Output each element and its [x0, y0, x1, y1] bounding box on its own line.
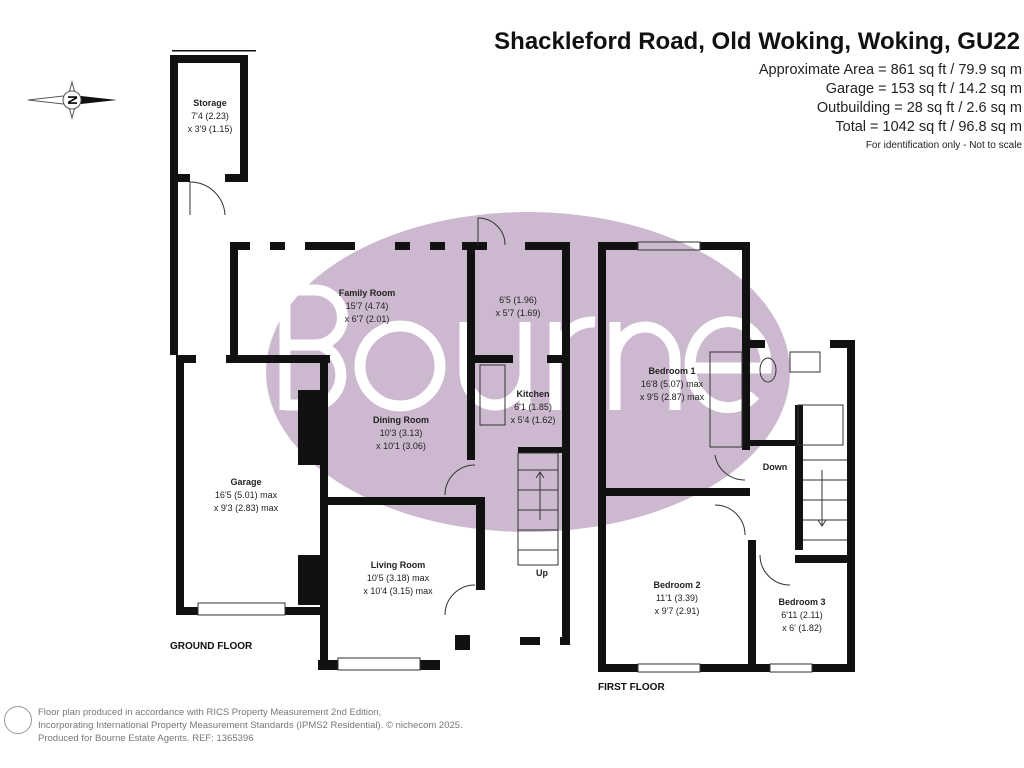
svg-text:Bedroom 3: Bedroom 3: [778, 597, 825, 607]
svg-text:Bedroom 2: Bedroom 2: [653, 580, 700, 590]
footer-line: Floor plan produced in accordance with R…: [38, 707, 382, 718]
outbuilding-area: Outbuilding = 28 sq ft / 2.6 sq m: [816, 100, 1022, 116]
page-title: Shackleford Road, Old Woking, Woking, GU…: [494, 28, 1020, 55]
svg-text:16'8 (5.07) max: 16'8 (5.07) max: [641, 379, 704, 389]
svg-text:Dining Room: Dining Room: [373, 415, 429, 425]
stairs-down-label: Down: [763, 462, 788, 472]
room-bedroom-3: Bedroom 3 6'11 (2.11) x 6' (1.82): [778, 597, 825, 633]
svg-text:x 6' (1.82): x 6' (1.82): [782, 623, 822, 633]
first-floor-details: [637, 241, 847, 673]
room-family-room: Family Room 15'7 (4.74) x 6'7 (2.01): [339, 288, 396, 324]
person-icon: [4, 706, 32, 734]
svg-text:10'5 (3.18) max: 10'5 (3.18) max: [367, 573, 430, 583]
room-bedroom-1: Bedroom 1 16'8 (5.07) max x 9'5 (2.87) max: [640, 366, 705, 402]
approximate-area: Approximate Area = 861 sq ft / 79.9 sq m: [758, 62, 1022, 78]
svg-text:Living Room: Living Room: [371, 560, 426, 570]
svg-text:Kitchen: Kitchen: [516, 389, 549, 399]
footer-line: Produced for Bourne Estate Agents. REF: …: [38, 733, 254, 744]
total-area: Total = 1042 sq ft / 96.8 sq m: [835, 119, 1022, 135]
scale-note: For identification only - Not to scale: [865, 140, 1022, 151]
first-floor-walls: [598, 242, 855, 672]
ground-floor-walls: [170, 50, 570, 670]
stairs-up-label: Up: [536, 568, 548, 578]
svg-text:x 5'4 (1.62): x 5'4 (1.62): [511, 415, 556, 425]
room-garage: Garage 16'5 (5.01) max x 9'3 (2.83) max: [214, 477, 279, 513]
room-storage: Storage 7'4 (2.23) x 3'9 (1.15): [188, 98, 233, 134]
svg-text:Storage: Storage: [193, 98, 227, 108]
garage-area: Garage = 153 sq ft / 14.2 sq m: [825, 81, 1022, 97]
compass-icon: N: [27, 80, 117, 120]
svg-text:15'7 (4.74): 15'7 (4.74): [346, 301, 389, 311]
svg-text:16'5 (5.01) max: 16'5 (5.01) max: [215, 490, 278, 500]
svg-text:N: N: [65, 95, 80, 104]
svg-text:x 3'9 (1.15): x 3'9 (1.15): [188, 124, 233, 134]
svg-text:6'11 (2.11): 6'11 (2.11): [781, 610, 822, 620]
room-living-room: Living Room 10'5 (3.18) max x 10'4 (3.15) …: [363, 560, 433, 596]
svg-text:7'4 (2.23): 7'4 (2.23): [191, 111, 229, 121]
room-dining-room: Dining Room 10'3 (3.13) x 10'1 (3.06): [373, 415, 429, 451]
footer: Floor plan produced in accordance with R…: [38, 706, 463, 745]
svg-text:x 10'4 (3.15) max: x 10'4 (3.15) max: [363, 586, 433, 596]
svg-text:11'1 (3.39): 11'1 (3.39): [656, 593, 698, 603]
footer-line: Incorporating International Property Mea…: [38, 720, 463, 731]
ground-floor-details: [189, 181, 559, 671]
svg-text:10'3 (3.13): 10'3 (3.13): [380, 428, 423, 438]
svg-text:6'5 (1.96): 6'5 (1.96): [499, 295, 537, 305]
svg-text:Family Room: Family Room: [339, 288, 396, 298]
svg-text:x 5'7 (1.69): x 5'7 (1.69): [496, 308, 541, 318]
svg-text:Bedroom 1: Bedroom 1: [648, 366, 695, 376]
first-floor-label: FIRST FLOOR: [598, 682, 665, 693]
room-utility: 6'5 (1.96) x 5'7 (1.69): [496, 295, 541, 318]
svg-text:x 10'1 (3.06): x 10'1 (3.06): [376, 441, 426, 451]
ground-floor-label: GROUND FLOOR: [170, 641, 253, 652]
svg-text:6'1 (1.85): 6'1 (1.85): [514, 402, 552, 412]
svg-text:Garage: Garage: [230, 477, 261, 487]
svg-text:x 9'5 (2.87) max: x 9'5 (2.87) max: [640, 392, 705, 402]
svg-text:x 9'3 (2.83) max: x 9'3 (2.83) max: [214, 503, 279, 513]
room-bedroom-2: Bedroom 2 11'1 (3.39) x 9'7 (2.91): [653, 580, 700, 616]
room-kitchen: Kitchen 6'1 (1.85) x 5'4 (1.62): [511, 389, 556, 425]
svg-text:x 6'7 (2.01): x 6'7 (2.01): [345, 314, 390, 324]
svg-text:x 9'7 (2.91): x 9'7 (2.91): [655, 606, 700, 616]
